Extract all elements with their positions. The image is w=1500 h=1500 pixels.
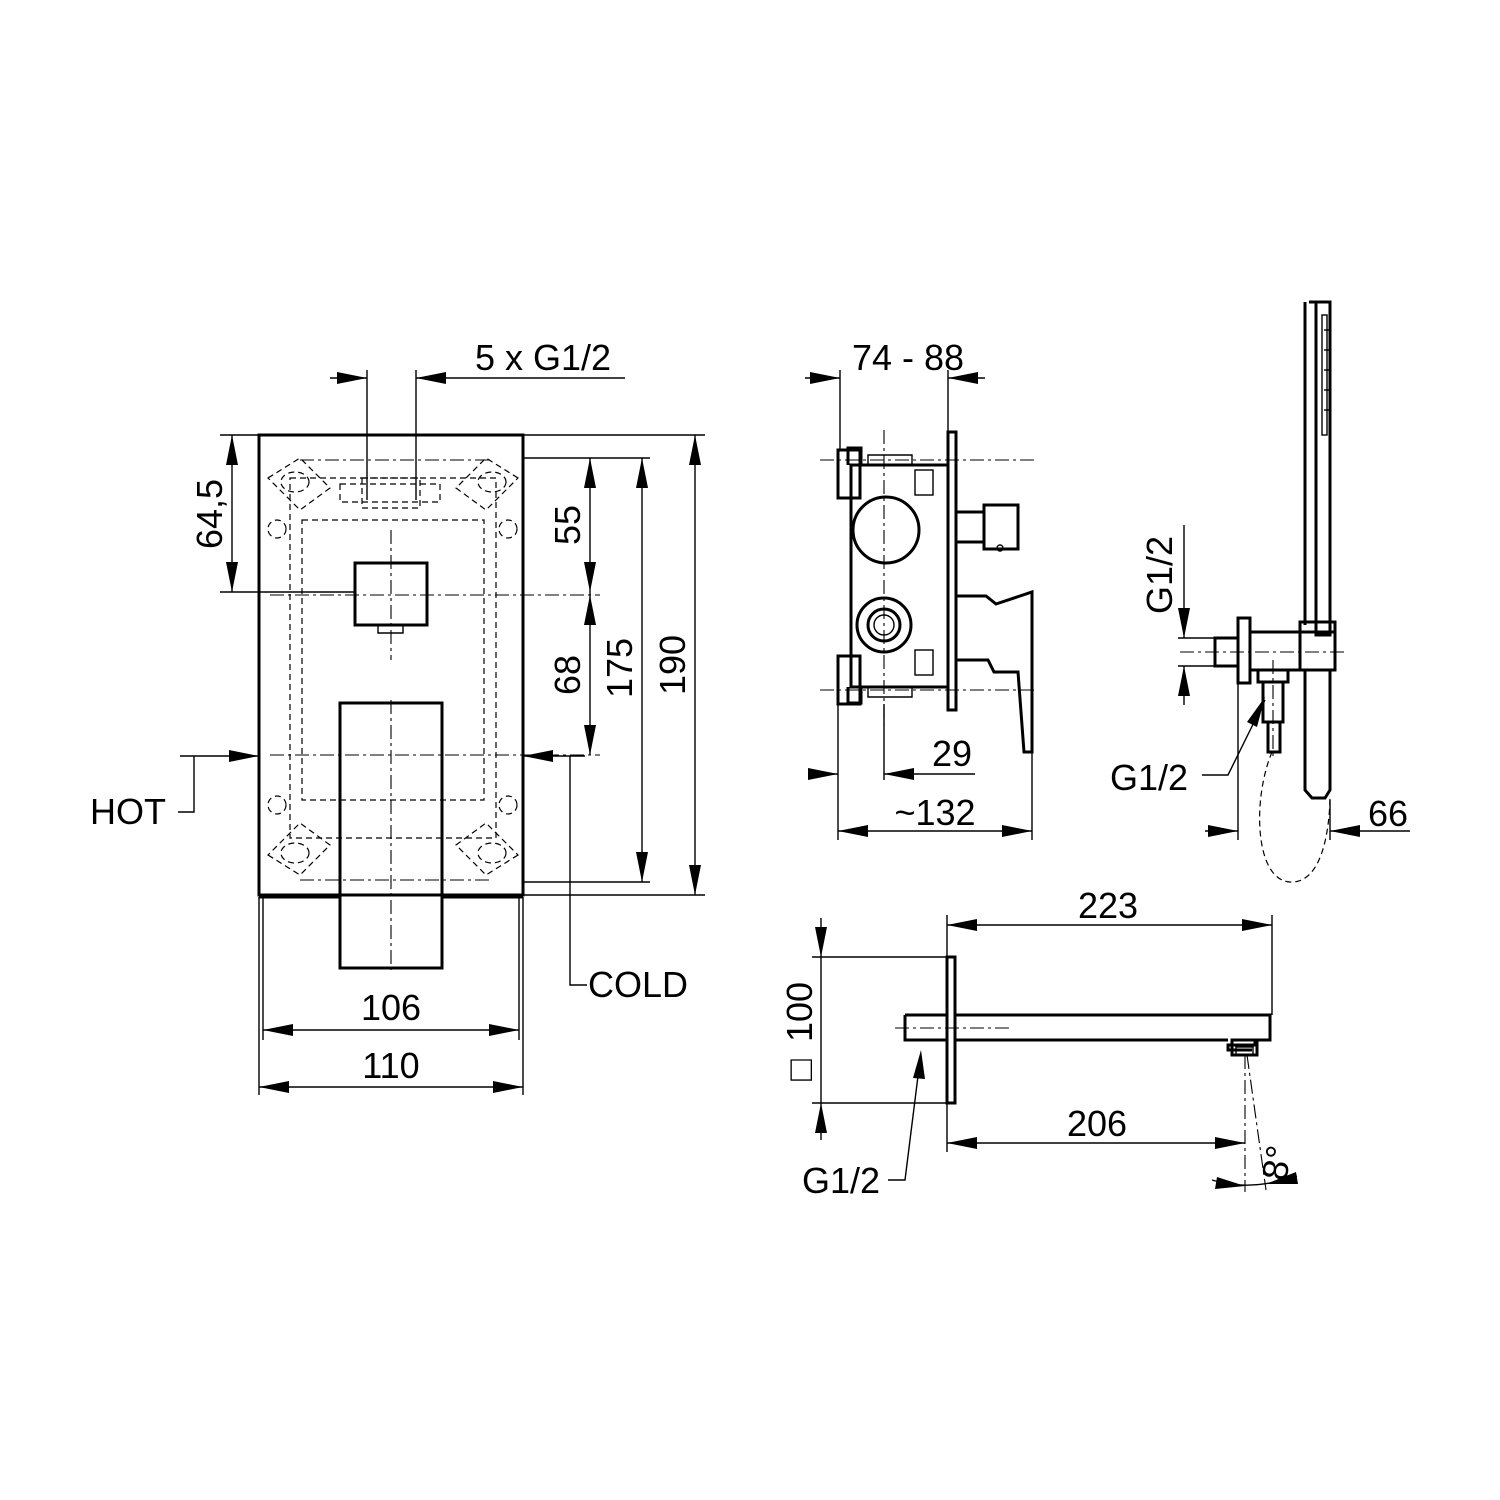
label-thread-top: G1/2: [1139, 536, 1180, 614]
hidden-box-outline: [289, 477, 497, 839]
shower-dimensions: G1/2 G1/2 66: [1110, 525, 1410, 840]
label-dim-110: 110: [362, 1045, 419, 1086]
side-lever: [956, 589, 1034, 754]
label-dim-66: 66: [1368, 793, 1408, 834]
label-dim-223: 223: [1078, 885, 1138, 926]
label-dim-100: 100: [779, 982, 820, 1042]
label-dim-190: 190: [652, 635, 693, 695]
label-hot: HOT: [90, 791, 166, 832]
label-dim-55: 55: [547, 505, 588, 545]
label-thread-bottom: G1/2: [1110, 757, 1188, 798]
spout-dimensions: 223 100 □ 206 8° G1/2: [779, 885, 1300, 1201]
front-view: [257, 433, 600, 970]
hand-shower: [1309, 300, 1332, 637]
side-view: [820, 430, 1035, 754]
label-dim-132: ~132: [894, 792, 975, 833]
side-dimensions: 74 - 88 29 ~132: [805, 337, 1033, 840]
label-dim-64-5: 64,5: [189, 479, 230, 549]
shower-view: [1180, 300, 1345, 883]
label-dim-29: 29: [932, 733, 972, 774]
wall-plate: [946, 430, 958, 712]
label-dim-175: 175: [599, 638, 640, 698]
label-connections: 5 x G1/2: [475, 337, 611, 378]
spout-wall-plate: [945, 955, 957, 1105]
hidden-box-inner: [301, 519, 485, 801]
label-cold: COLD: [588, 964, 688, 1005]
shower-hose: [1259, 751, 1331, 883]
spout-view: [895, 955, 1272, 1105]
front-dimensions: 5 x G1/2 64,5 55 68 175 190: [90, 337, 705, 1095]
label-dim-106: 106: [361, 987, 421, 1028]
label-dim-74-88: 74 - 88: [852, 337, 964, 378]
label-dim-206: 206: [1067, 1103, 1127, 1144]
label-spout-thread: G1/2: [802, 1160, 880, 1201]
label-dim-68: 68: [547, 655, 588, 695]
label-square-symbol: □: [779, 1059, 820, 1081]
top-connector: [339, 483, 441, 503]
wall-holder: [1236, 616, 1252, 685]
label-angle: 8°: [1254, 1142, 1300, 1183]
spout-body: [903, 1013, 1272, 1052]
mounting-lugs: [267, 457, 519, 876]
side-diverter-knob: [982, 503, 1020, 551]
diverter-bore: [851, 495, 921, 565]
